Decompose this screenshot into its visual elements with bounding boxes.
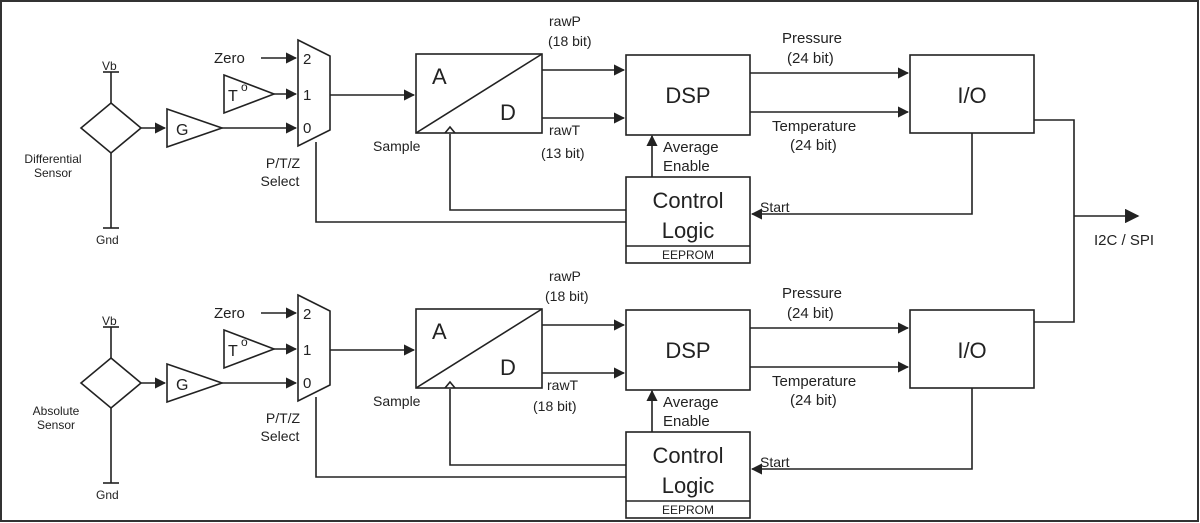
adc-block: A D	[415, 53, 543, 134]
serial-interface-bus: I2C / SPI	[1034, 119, 1154, 323]
control-line2: Logic	[662, 473, 715, 498]
sensor-supply-label: Vb	[102, 314, 117, 328]
sensor-name-line1: Absolute	[33, 404, 80, 418]
pressure-label: Pressure	[782, 285, 842, 302]
gain-amplifier: G	[166, 107, 225, 149]
rawp-bits-label: (18 bit)	[545, 288, 589, 304]
dsp-block: DSP	[625, 54, 751, 136]
temp-superscript: o	[241, 335, 248, 349]
enable-label: Enable	[663, 413, 710, 430]
channel-absolute: Vb Gnd Absolute Sensor G T o Zero 2 1 0 …	[33, 268, 1035, 519]
sensor-ground-label: Gnd	[96, 233, 119, 247]
mux-input-2: 2	[303, 51, 311, 68]
mux-select-line1: P/T/Z	[266, 155, 301, 171]
mux-input-1: 1	[303, 342, 311, 359]
mux-select-line2: Select	[261, 428, 300, 444]
temp-superscript: o	[241, 80, 248, 94]
io-block: I/O	[909, 309, 1035, 389]
io-label: I/O	[957, 83, 986, 108]
dsp-label: DSP	[665, 338, 710, 363]
dsp-label: DSP	[665, 83, 710, 108]
rawp-label: rawP	[549, 268, 581, 284]
control-line1: Control	[653, 188, 724, 213]
zero-label: Zero	[214, 305, 245, 322]
start-label: Start	[760, 454, 790, 470]
control-logic-block: Control Logic EEPROM	[625, 176, 751, 264]
rawp-bits-label: (18 bit)	[548, 33, 592, 49]
control-line1: Control	[653, 443, 724, 468]
rawt-label: rawT	[547, 377, 579, 393]
pressure-bits-label: (24 bit)	[787, 50, 834, 67]
io-label: I/O	[957, 338, 986, 363]
pressure-label: Pressure	[782, 30, 842, 47]
control-logic-block: Control Logic EEPROM	[625, 431, 751, 519]
temperature-bits-label: (24 bit)	[790, 137, 837, 154]
rawt-label: rawT	[549, 122, 581, 138]
gain-amplifier: G	[166, 362, 225, 404]
io-block: I/O	[909, 54, 1035, 134]
mux-input-2: 2	[303, 306, 311, 323]
mux-input-0: 0	[303, 120, 311, 137]
eeprom-label: EEPROM	[662, 248, 714, 262]
sensor-supply-label: Vb	[102, 59, 117, 73]
zero-label: Zero	[214, 50, 245, 67]
adc-d-label: D	[500, 355, 516, 380]
rawt-bits-label: (18 bit)	[533, 398, 577, 414]
absolute-sensor: Vb Gnd Absolute Sensor	[33, 314, 143, 502]
average-label: Average	[663, 139, 719, 156]
mux-select-line1: P/T/Z	[266, 410, 301, 426]
temp-label: T	[228, 88, 238, 105]
differential-sensor: Vb Gnd Differential Sensor	[24, 59, 143, 247]
control-line2: Logic	[662, 218, 715, 243]
mux-input-1: 1	[303, 87, 311, 104]
enable-label: Enable	[663, 158, 710, 175]
temperature-label: Temperature	[772, 373, 856, 390]
channel-differential: Vb Gnd Differential Sensor G T o Zero 2 …	[24, 13, 1035, 264]
adc-a-label: A	[432, 64, 447, 89]
sensor-name-line1: Differential	[24, 152, 81, 166]
sensor-name-line2: Sensor	[37, 418, 75, 432]
temperature-source: T o	[223, 73, 277, 115]
gain-label: G	[176, 122, 188, 139]
gain-label: G	[176, 377, 188, 394]
pt-z-mux: 2 1 0	[297, 293, 331, 403]
adc-d-label: D	[500, 100, 516, 125]
average-label: Average	[663, 394, 719, 411]
rawp-label: rawP	[549, 13, 581, 29]
temperature-label: Temperature	[772, 118, 856, 135]
start-label: Start	[760, 199, 790, 215]
adc-sample-label: Sample	[373, 138, 421, 154]
pressure-bits-label: (24 bit)	[787, 305, 834, 322]
temperature-bits-label: (24 bit)	[790, 392, 837, 409]
adc-block: A D	[415, 308, 543, 389]
mux-select-line2: Select	[261, 173, 300, 189]
dsp-block: DSP	[625, 309, 751, 391]
interface-output-label: I2C / SPI	[1094, 232, 1154, 249]
sensor-ground-label: Gnd	[96, 488, 119, 502]
sensor-name-line2: Sensor	[34, 166, 72, 180]
adc-a-label: A	[432, 319, 447, 344]
adc-sample-label: Sample	[373, 393, 421, 409]
temp-label: T	[228, 343, 238, 360]
pt-z-mux: 2 1 0	[297, 38, 331, 148]
temperature-source: T o	[223, 328, 277, 370]
mux-input-0: 0	[303, 375, 311, 392]
rawt-bits-label: (13 bit)	[541, 145, 585, 161]
eeprom-label: EEPROM	[662, 503, 714, 517]
